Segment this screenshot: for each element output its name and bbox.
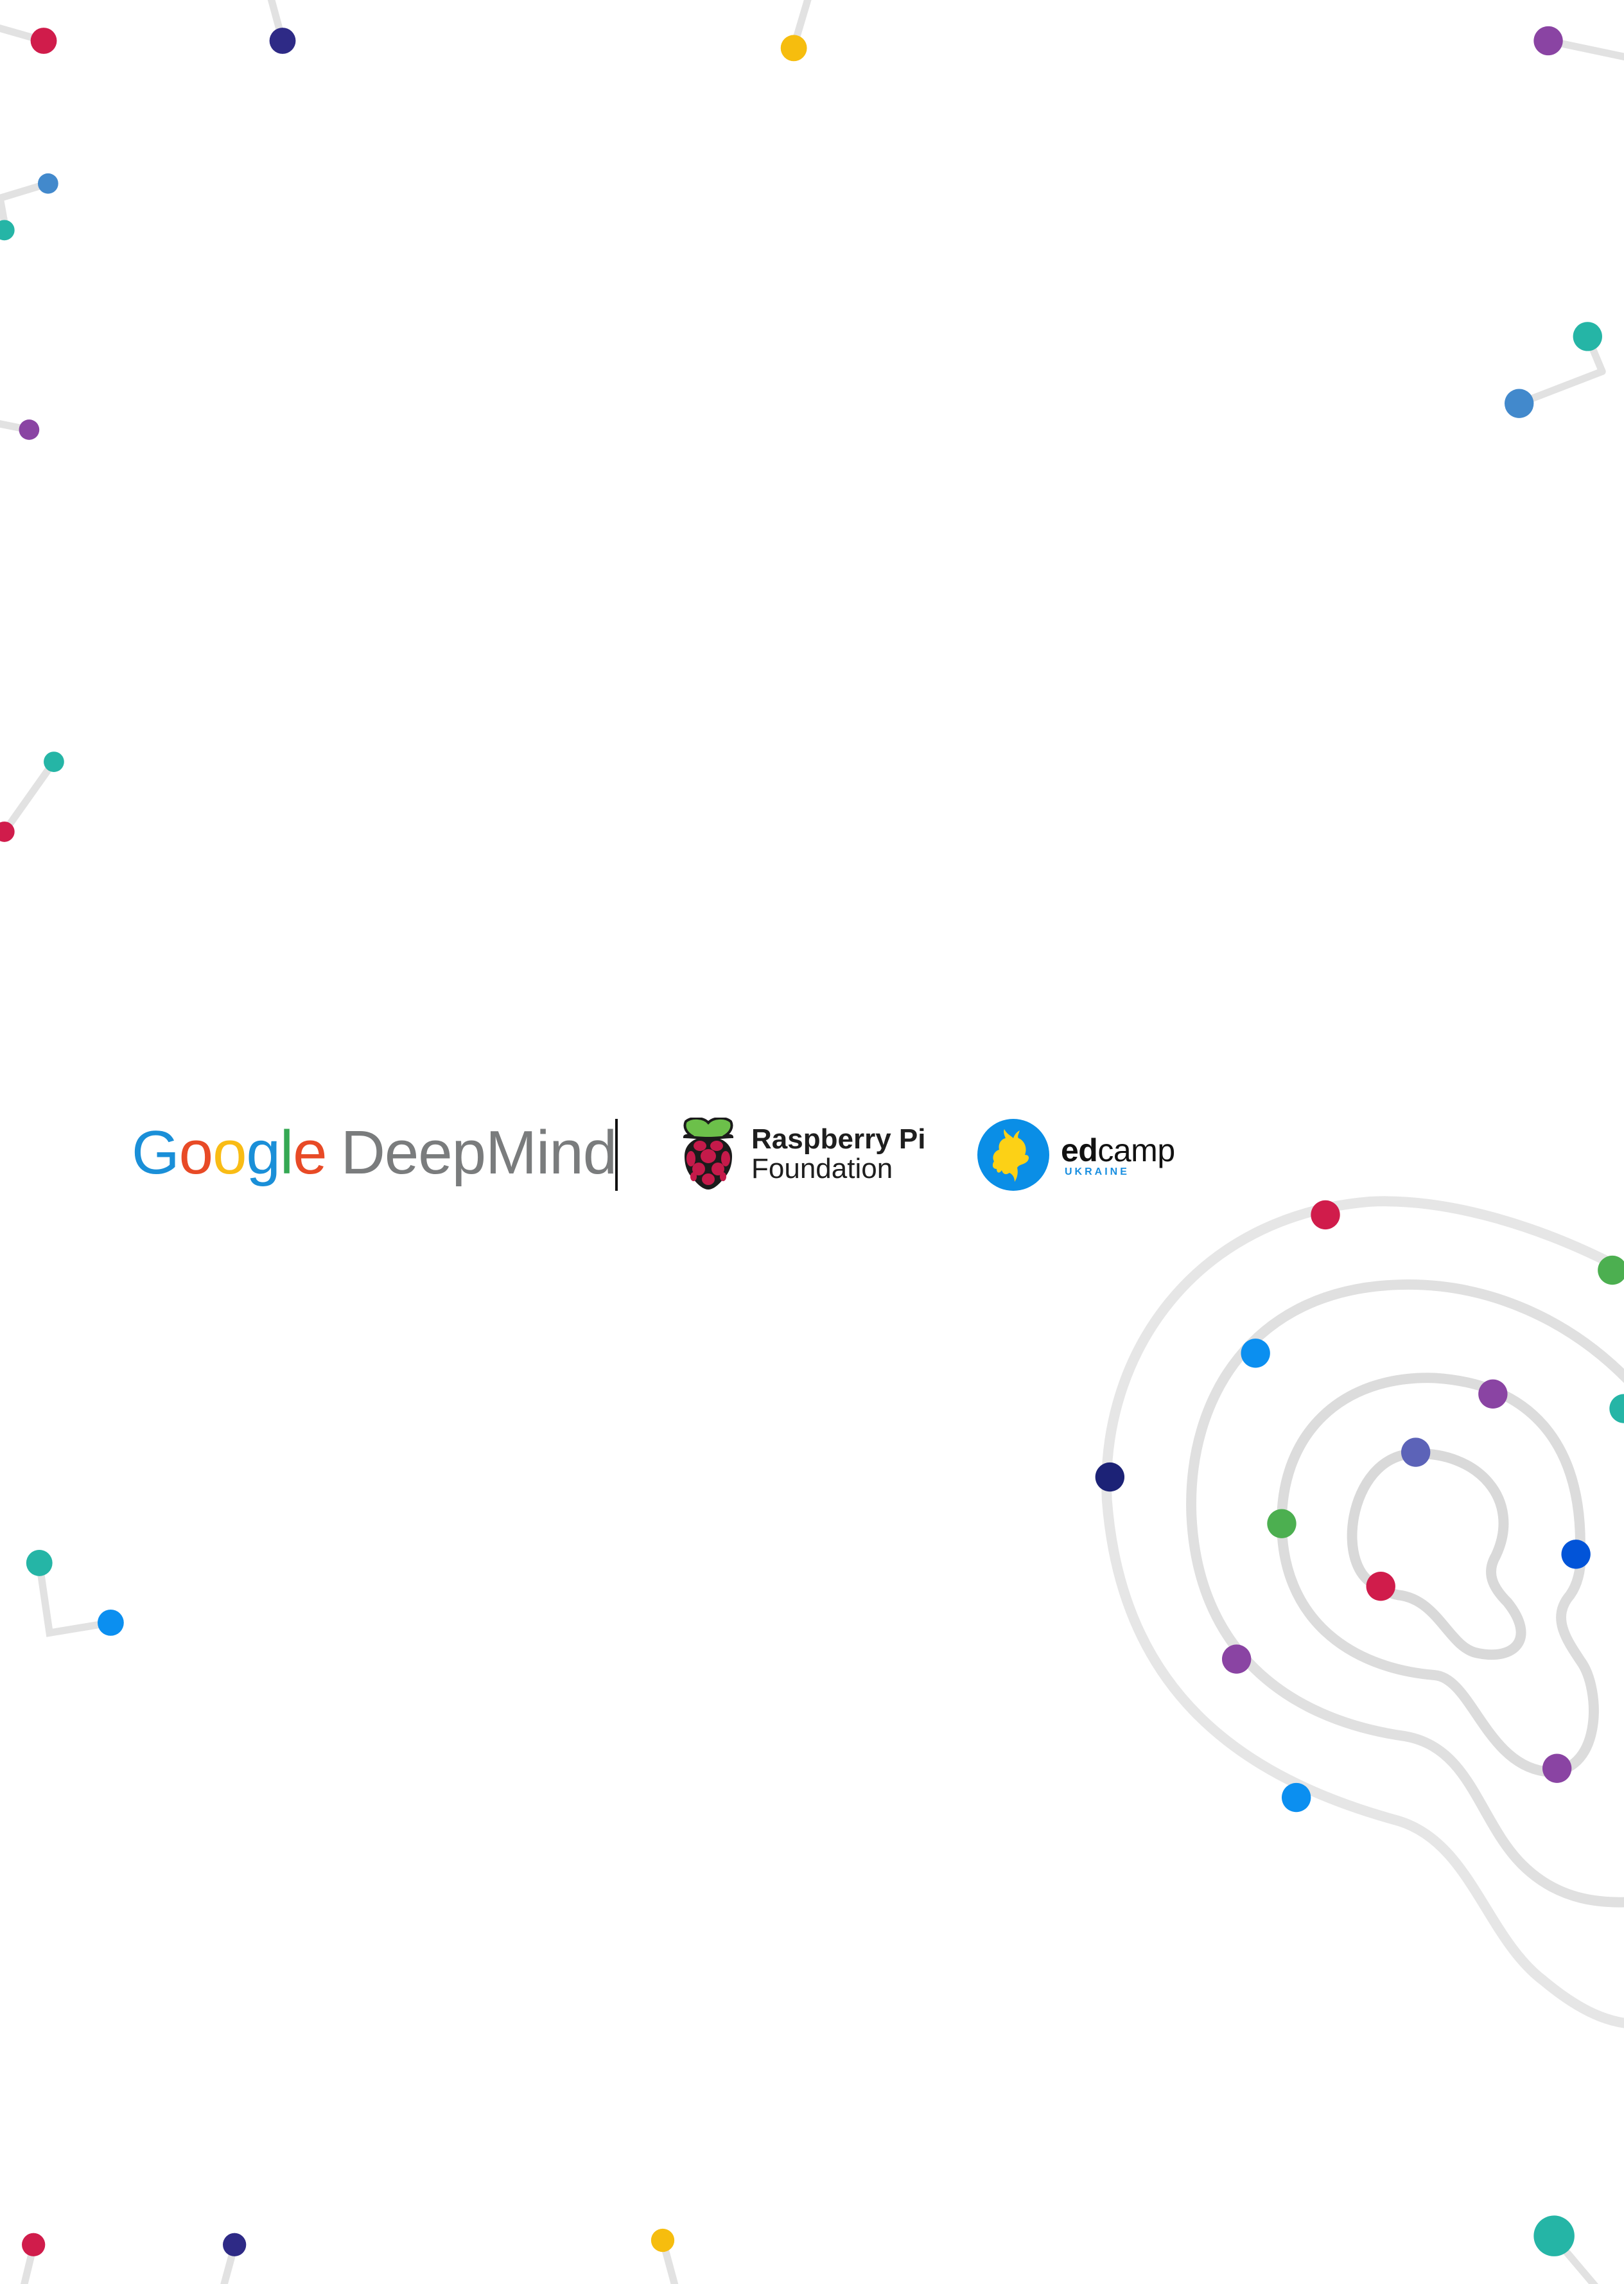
- google-letter-g: G: [132, 1118, 180, 1187]
- deepmind-wordmark: DeepMind: [340, 1118, 618, 1187]
- google-letter-g2: g: [246, 1118, 280, 1187]
- google-letter-o1: o: [179, 1118, 213, 1187]
- google-letter-o2: o: [213, 1118, 247, 1187]
- google-deepmind-logo: G o o g l e DeepMind: [132, 1118, 618, 1188]
- raspberry-icon: [683, 1118, 734, 1190]
- raspberry-pi-title: Raspberry Pi: [751, 1123, 926, 1155]
- edcamp-word-light: camp: [1097, 1132, 1175, 1168]
- google-letter-e: e: [293, 1118, 327, 1187]
- edcamp-ukraine-logo: edcamp UKRAINE: [977, 1119, 1175, 1191]
- raspberry-pi-foundation-logo: Raspberry Pi Foundation: [679, 1118, 925, 1191]
- edcamp-subtitle: UKRAINE: [1065, 1166, 1130, 1177]
- google-letter-l: l: [279, 1118, 293, 1187]
- raspberry-pi-subtitle: Foundation: [751, 1153, 893, 1184]
- logo-divider: [615, 1119, 618, 1191]
- edcamp-flame-icon: [977, 1119, 1049, 1191]
- edcamp-word-bold: ed: [1061, 1132, 1098, 1168]
